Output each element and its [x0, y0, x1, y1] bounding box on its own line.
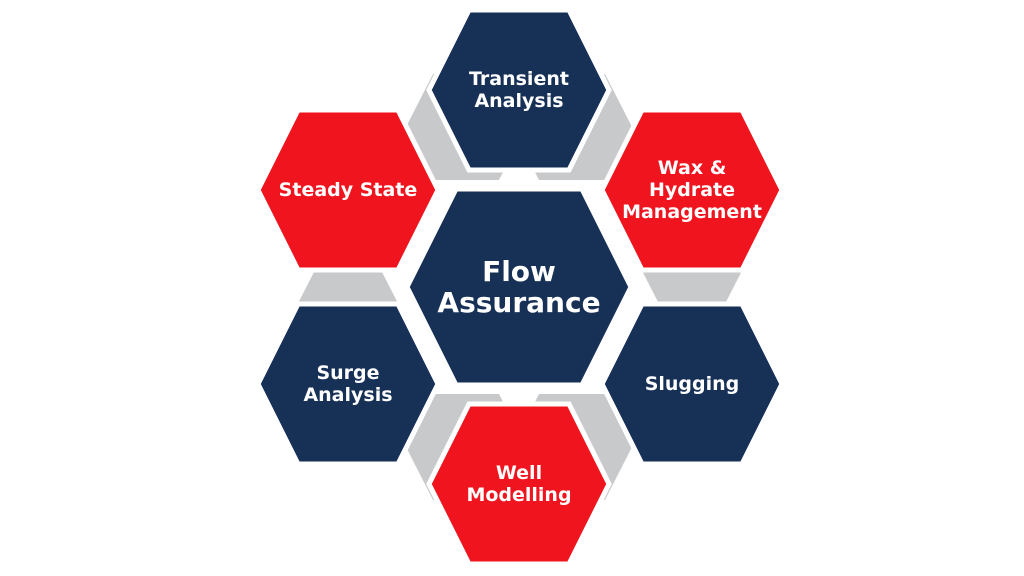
hexagon-surge-analysis	[255, 301, 441, 467]
hexagon-slugging	[599, 301, 785, 467]
hexagon-well-modelling	[426, 401, 612, 567]
hexagon-transient-analysis	[426, 7, 612, 173]
hexagon-wax-hydrate-management	[599, 107, 785, 273]
hexagon-flow-assurance	[404, 186, 634, 388]
hexagon-steady-state	[255, 107, 441, 273]
